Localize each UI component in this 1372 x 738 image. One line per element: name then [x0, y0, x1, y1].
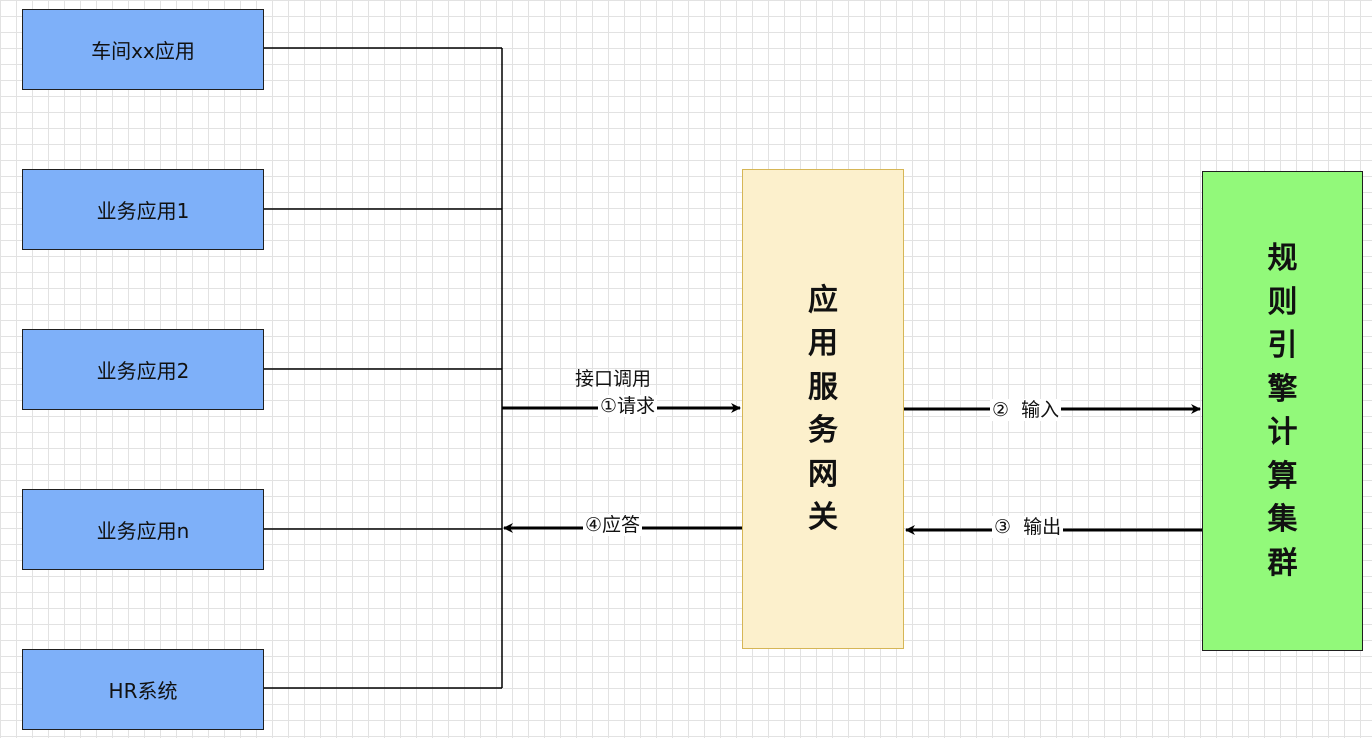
input-label: ② 输入	[990, 399, 1062, 421]
response-label: ④应答	[583, 514, 643, 536]
app-box-business-1[interactable]: 业务应用1	[22, 169, 264, 250]
app-box-hr[interactable]: HR系统	[22, 649, 264, 730]
app-box-business-2[interactable]: 业务应用2	[22, 329, 264, 410]
app-box-business-n[interactable]: 业务应用n	[22, 489, 264, 570]
output-label: ③ 输出	[992, 516, 1064, 538]
request-label: ①请求	[598, 395, 658, 417]
engine-label: 规则引擎计算集群	[1267, 241, 1298, 581]
app-label: 业务应用n	[96, 519, 190, 543]
gateway-box[interactable]: 应用服务网关	[742, 169, 904, 649]
app-box-workshop[interactable]: 车间xx应用	[22, 9, 264, 90]
engine-cluster-box[interactable]: 规则引擎计算集群	[1202, 171, 1363, 651]
gateway-label: 应用服务网关	[808, 282, 838, 536]
app-label: HR系统	[108, 679, 178, 703]
app-label: 业务应用2	[96, 359, 190, 383]
app-label: 车间xx应用	[91, 39, 195, 63]
app-label: 业务应用1	[96, 199, 190, 223]
request-label-top: 接口调用	[575, 368, 652, 390]
